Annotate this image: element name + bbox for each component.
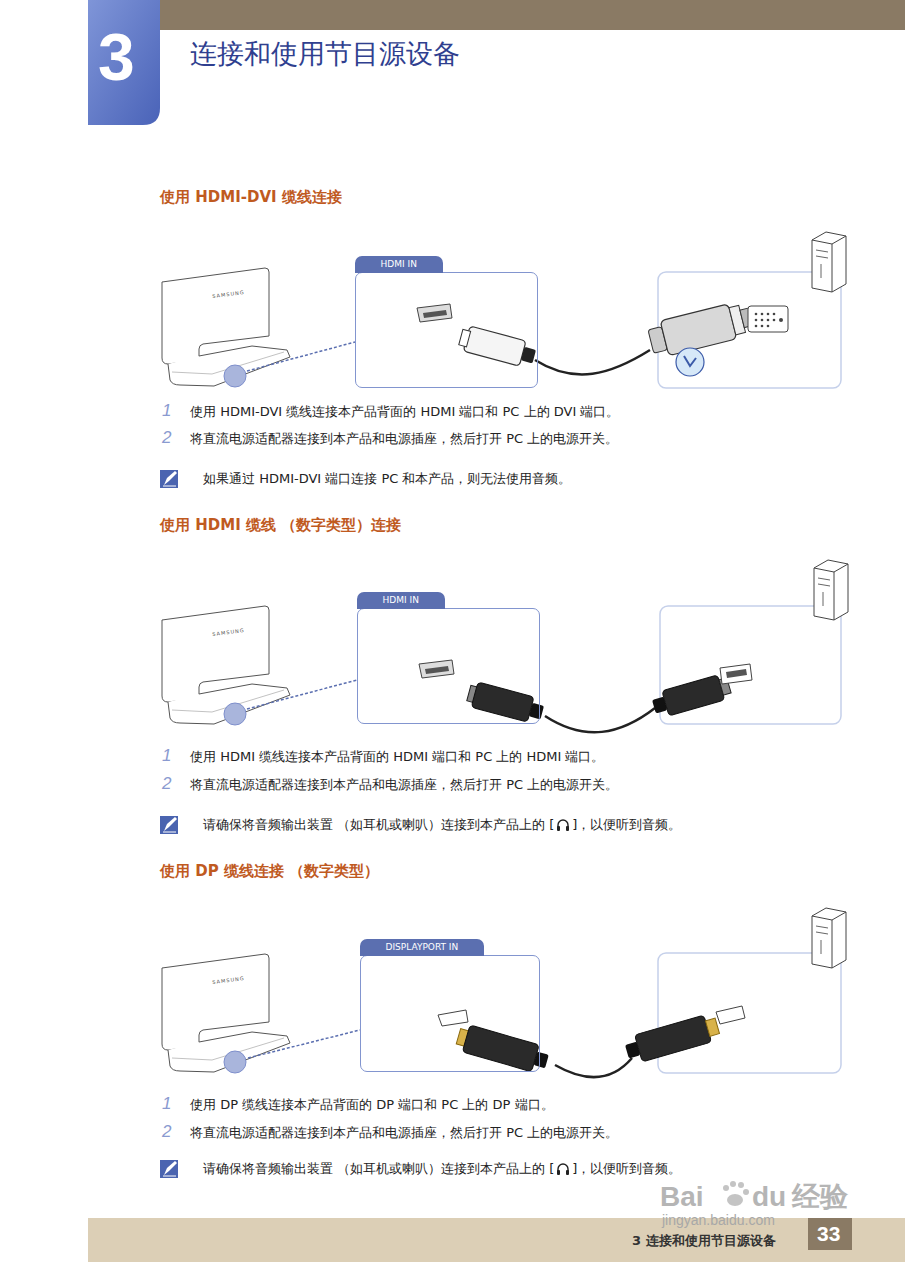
step-number: 2 xyxy=(162,428,171,448)
watermark: 经验 xyxy=(792,1180,848,1214)
page-number: 33 xyxy=(817,1221,840,1246)
section-heading: 使用 HDMI 缆线 （数字类型）连接 xyxy=(160,516,401,534)
headphone-icon xyxy=(556,1162,570,1176)
note-text: ]，以便听到音频。 xyxy=(572,1161,681,1177)
note-text: 请确保将音频输出装置 （如耳机或喇叭）连接到本产品上的 [ xyxy=(203,817,554,833)
step-number: 2 xyxy=(162,774,171,794)
step-text: 使用 HDMI-DVI 缆线连接本产品背面的 HDMI 端口和 PC 上的 DV… xyxy=(190,404,619,420)
watermark: du xyxy=(752,1180,786,1214)
headphone-icon xyxy=(556,818,570,832)
step-number: 1 xyxy=(162,401,171,421)
chapter-title: 连接和使用节目源设备 xyxy=(190,38,460,70)
port-panel: HDMI IN xyxy=(355,272,538,388)
chapter-number: 3 xyxy=(98,18,135,97)
step-number: 1 xyxy=(162,746,171,766)
port-panel: HDMI IN xyxy=(357,608,540,724)
step-text: 使用 DP 缆线连接本产品背面的 DP 端口和 PC 上的 DP 端口。 xyxy=(190,1097,554,1113)
footer-text: 3 连接和使用节目源设备 xyxy=(632,1233,776,1249)
step-text: 将直流电源适配器连接到本产品和电源插座，然后打开 PC 上的电源开关。 xyxy=(190,431,618,447)
note-text: 请确保将音频输出装置 （如耳机或喇叭）连接到本产品上的 [ xyxy=(203,1161,554,1177)
step-number: 2 xyxy=(162,1122,171,1142)
port-label: HDMI IN xyxy=(357,592,445,609)
step-text: 将直流电源适配器连接到本产品和电源插座，然后打开 PC 上的电源开关。 xyxy=(190,1125,618,1141)
note-text: ]，以便听到音频。 xyxy=(572,817,681,833)
watermark-url: jingyan.baidu.com xyxy=(662,1212,775,1229)
watermark: Bai xyxy=(660,1180,704,1214)
note-text: 如果通过 HDMI-DVI 端口连接 PC 和本产品，则无法使用音频。 xyxy=(203,471,571,487)
step-number: 1 xyxy=(162,1094,171,1114)
section-heading: 使用 HDMI-DVI 缆线连接 xyxy=(160,188,342,206)
step-text: 将直流电源适配器连接到本产品和电源插座，然后打开 PC 上的电源开关。 xyxy=(190,777,618,793)
port-label: DISPLAYPORT IN xyxy=(360,939,485,956)
port-panel: DISPLAYPORT IN xyxy=(360,955,540,1072)
section-heading: 使用 DP 缆线连接 （数字类型） xyxy=(160,862,379,880)
port-label: HDMI IN xyxy=(355,256,443,273)
step-text: 使用 HDMI 缆线连接本产品背面的 HDMI 端口和 PC 上的 HDMI 端… xyxy=(190,749,604,765)
